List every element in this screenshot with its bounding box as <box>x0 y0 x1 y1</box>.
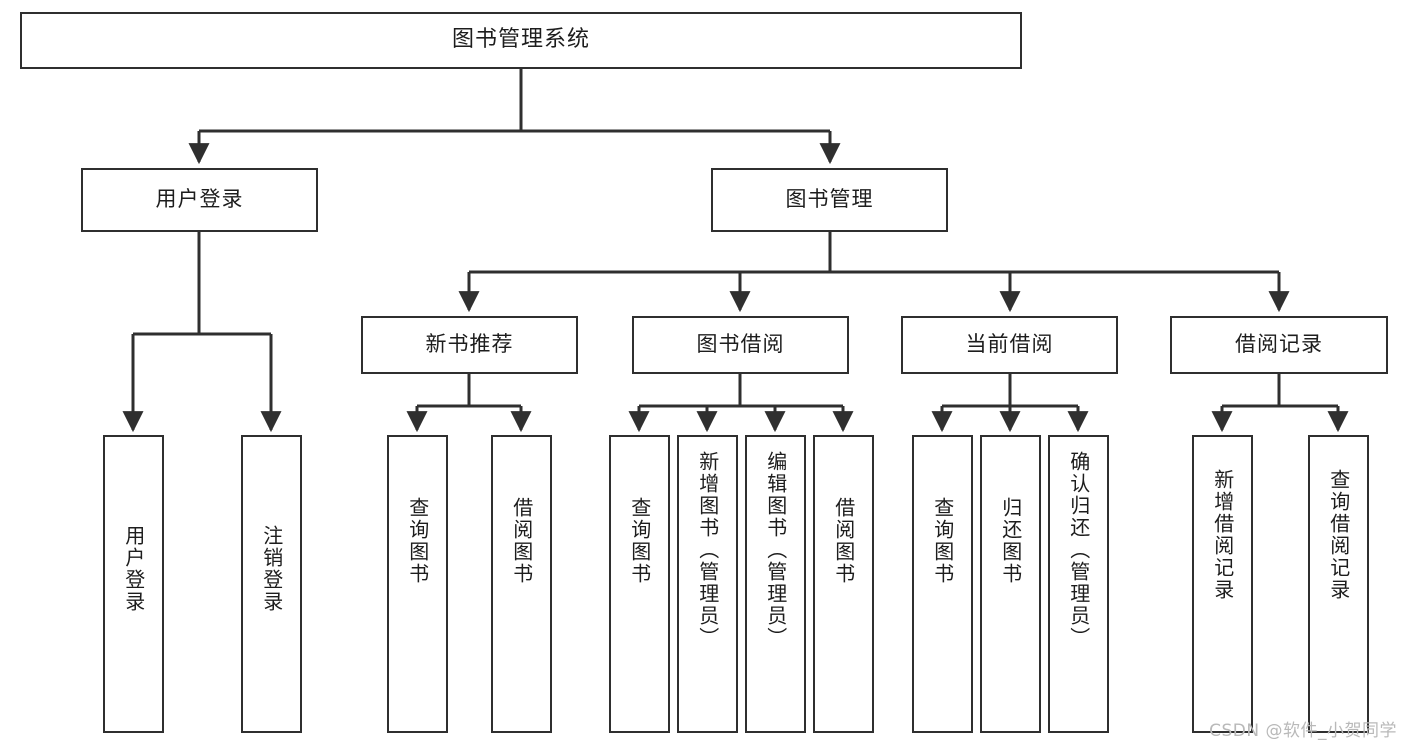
leaf-add-book-admin[interactable]: 新增图书（管理员） <box>677 435 738 733</box>
leaf-label: 注销登录 <box>259 525 284 613</box>
node-root-system[interactable]: 图书管理系统 <box>20 12 1022 69</box>
leaf-label: 新增借阅记录 <box>1210 469 1235 601</box>
leaf-query-book-borrow[interactable]: 查询图书 <box>609 435 670 733</box>
leaf-label: 编辑图书（管理员） <box>763 451 788 649</box>
node-label: 借阅记录 <box>1235 332 1323 357</box>
leaf-confirm-return-admin[interactable]: 确认归还（管理员） <box>1048 435 1109 733</box>
leaf-label: 用户登录 <box>121 525 146 613</box>
node-user-login[interactable]: 用户登录 <box>81 168 318 232</box>
node-label: 当前借阅 <box>965 332 1054 357</box>
leaf-label: 查询借阅记录 <box>1326 469 1351 601</box>
leaf-add-borrow-record[interactable]: 新增借阅记录 <box>1192 435 1253 733</box>
leaf-logout[interactable]: 注销登录 <box>241 435 302 733</box>
node-label: 图书管理 <box>785 187 874 212</box>
node-book-management[interactable]: 图书管理 <box>711 168 948 232</box>
leaf-borrow-book-recommend[interactable]: 借阅图书 <box>491 435 552 733</box>
node-label: 图书借阅 <box>696 332 785 357</box>
leaf-label: 查询图书 <box>627 497 652 585</box>
leaf-label: 新增图书（管理员） <box>695 451 720 649</box>
leaf-return-book[interactable]: 归还图书 <box>980 435 1041 733</box>
leaf-label: 借阅图书 <box>509 497 534 585</box>
csdn-watermark: CSDN @软件_小贺同学 <box>1209 721 1397 741</box>
leaf-query-book-current[interactable]: 查询图书 <box>912 435 973 733</box>
node-label: 新书推荐 <box>425 332 514 357</box>
leaf-query-book-recommend[interactable]: 查询图书 <box>387 435 448 733</box>
leaf-label: 确认归还（管理员） <box>1066 451 1091 649</box>
node-label: 用户登录 <box>155 187 244 212</box>
leaf-query-borrow-record[interactable]: 查询借阅记录 <box>1308 435 1369 733</box>
node-new-book-recommend[interactable]: 新书推荐 <box>361 316 578 374</box>
leaf-label: 查询图书 <box>405 497 430 585</box>
node-book-borrow[interactable]: 图书借阅 <box>632 316 849 374</box>
node-current-borrow[interactable]: 当前借阅 <box>901 316 1118 374</box>
leaf-user-login[interactable]: 用户登录 <box>103 435 164 733</box>
leaf-borrow-book[interactable]: 借阅图书 <box>813 435 874 733</box>
leaf-label: 借阅图书 <box>831 497 856 585</box>
node-label: 图书管理系统 <box>451 27 590 53</box>
leaf-label: 查询图书 <box>930 497 955 585</box>
leaf-edit-book-admin[interactable]: 编辑图书（管理员） <box>745 435 806 733</box>
leaf-label: 归还图书 <box>998 497 1023 585</box>
node-borrow-record[interactable]: 借阅记录 <box>1170 316 1388 374</box>
